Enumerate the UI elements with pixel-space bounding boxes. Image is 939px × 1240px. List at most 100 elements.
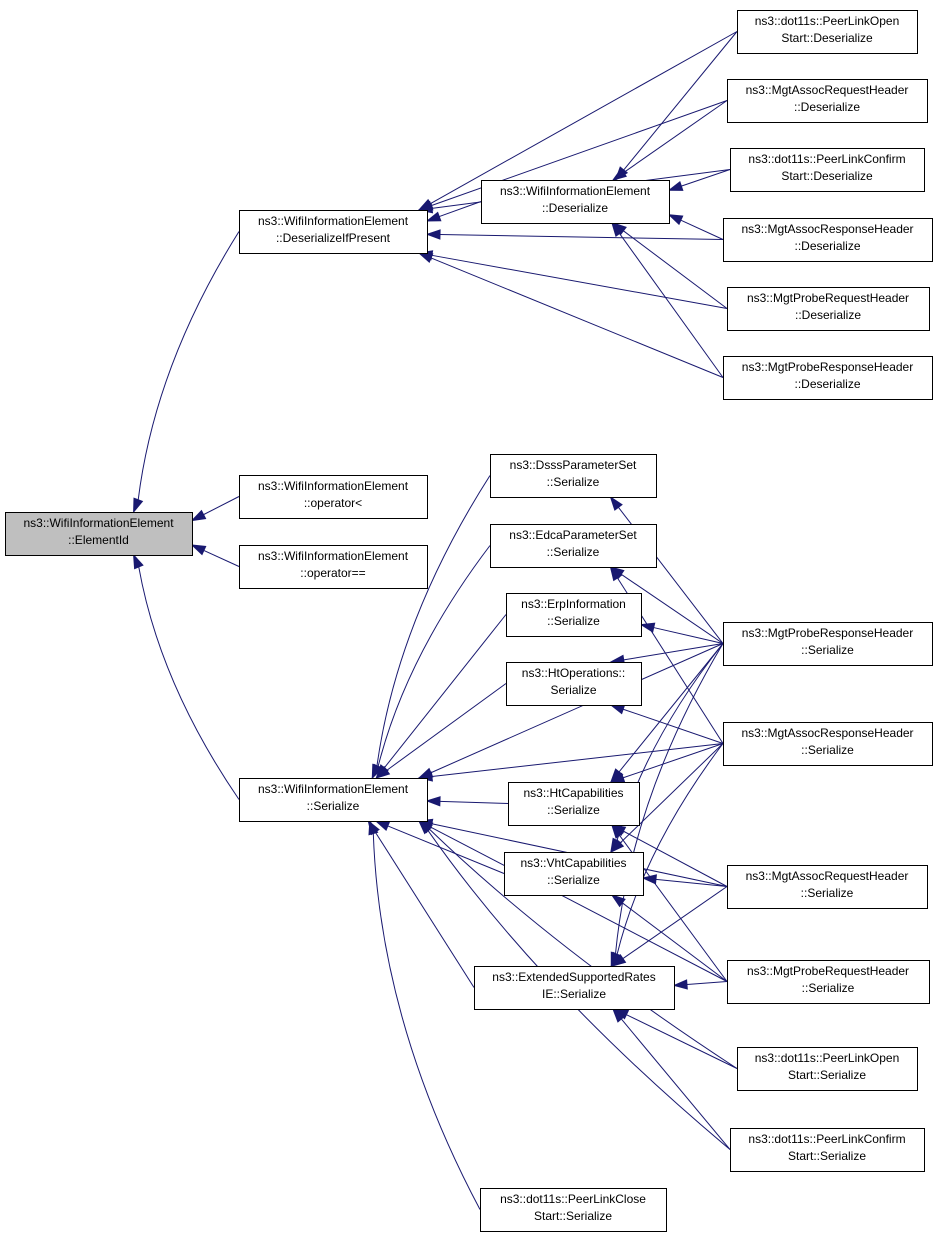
edge-line: [439, 201, 482, 218]
node-opEq[interactable]: ns3::WifiInformationElement::operator==: [239, 545, 428, 589]
node-box: [506, 662, 642, 706]
edge-probeRespSer-to-dsss: [609, 495, 724, 644]
node-probeRespDes[interactable]: ns3::MgtProbeResponseHeader::Deserialize: [723, 356, 933, 400]
edge-arrowhead: [425, 229, 441, 240]
node-label: ns3::ExtendedSupportedRates: [492, 970, 655, 984]
edge-arrowhead: [667, 180, 684, 191]
edge-probeRespSer-to-htOps: [609, 643, 724, 665]
node-label: ns3::dot11s::PeerLinkConfirm: [748, 1132, 905, 1146]
node-erp[interactable]: ns3::ErpInformation::Serialize: [506, 593, 642, 637]
node-assocReqSer[interactable]: ns3::MgtAssocRequestHeader::Serialize: [727, 865, 928, 909]
node-label: ::Serialize: [307, 799, 360, 813]
edge-arrowhead: [190, 544, 207, 556]
node-edca[interactable]: ns3::EdcaParameterSet::Serialize: [490, 524, 657, 568]
node-box: [737, 1047, 918, 1091]
node-plOpenSer[interactable]: ns3::dot11s::PeerLinkOpenStart::Serializ…: [737, 1047, 918, 1091]
node-dsss[interactable]: ns3::DsssParameterSet::Serialize: [490, 454, 657, 498]
node-desIfPresent[interactable]: ns3::WifiInformationElement::Deserialize…: [239, 210, 428, 254]
node-box: [727, 865, 928, 909]
edge-arrowhead: [425, 211, 442, 222]
node-plClose[interactable]: ns3::dot11s::PeerLinkCloseStart::Seriali…: [480, 1188, 667, 1232]
node-plConfDes[interactable]: ns3::dot11s::PeerLinkConfirmStart::Deser…: [730, 148, 925, 192]
edge-line: [386, 683, 507, 771]
node-box: [481, 180, 670, 224]
edge-extRates-to-wieSer: [367, 819, 475, 988]
node-htOps[interactable]: ns3::HtOperations::Serialize: [506, 662, 642, 706]
edge-arrowhead: [609, 704, 626, 715]
edge-arrowhead: [639, 622, 656, 633]
node-box: [723, 218, 933, 262]
edge-arrowhead: [641, 874, 657, 885]
node-label: ns3::HtCapabilities: [523, 786, 623, 800]
node-assocRespDes[interactable]: ns3::MgtAssocResponseHeader::Deserialize: [723, 218, 933, 262]
edge-line: [686, 981, 728, 985]
edge-line: [623, 743, 724, 779]
edge-assocReqDes-to-wieDes: [611, 100, 728, 181]
node-plOpenDes[interactable]: ns3::dot11s::PeerLinkOpenStart::Deserial…: [737, 10, 918, 54]
edge-line: [626, 1014, 738, 1069]
edge-line: [374, 831, 475, 988]
node-wieDes[interactable]: ns3::WifiInformationElement::Deserialize: [481, 180, 670, 224]
node-label: ::Deserialize: [542, 201, 608, 215]
node-label: ns3::WifiInformationElement: [258, 549, 409, 563]
node-label: ns3::dot11s::PeerLinkOpen: [755, 1051, 900, 1065]
edge-opEq-to-root: [190, 544, 240, 567]
node-root[interactable]: ns3::WifiInformationElement::ElementId: [5, 512, 193, 556]
node-label: Start::Deserialize: [781, 169, 873, 183]
edge-arrowhead: [132, 553, 144, 570]
node-label: ns3::MgtProbeRequestHeader: [747, 291, 909, 305]
node-box: [723, 622, 933, 666]
node-assocRespSer[interactable]: ns3::MgtAssocResponseHeader::Serialize: [723, 722, 933, 766]
edge-line: [383, 614, 507, 769]
edge-erp-to-wieSer: [375, 614, 507, 780]
node-label: ::Serialize: [547, 614, 600, 628]
node-box: [239, 475, 428, 519]
node-plConfSer[interactable]: ns3::dot11s::PeerLinkConfirmStart::Seria…: [730, 1128, 925, 1172]
node-label: Serialize: [550, 683, 596, 697]
edge-line: [428, 828, 738, 1069]
node-label: ns3::WifiInformationElement: [500, 184, 651, 198]
edge-probeReqSer-to-extRates: [672, 979, 728, 990]
node-probeRespSer[interactable]: ns3::MgtProbeResponseHeader::Serialize: [723, 622, 933, 666]
edge-probeReqDes-to-wieDes: [611, 222, 728, 309]
node-wieSer[interactable]: ns3::WifiInformationElement::Serialize: [239, 778, 428, 822]
node-box: [727, 287, 930, 331]
node-assocReqDes[interactable]: ns3::MgtAssocRequestHeader::Deserialize: [727, 79, 928, 123]
edge-line: [618, 507, 724, 644]
edge-line: [431, 743, 724, 778]
node-label: ns3::EdcaParameterSet: [509, 528, 637, 542]
edge-vhtCap-to-wieSer: [374, 820, 505, 874]
node-box: [504, 852, 644, 896]
node-opLess[interactable]: ns3::WifiInformationElement::operator<: [239, 475, 428, 519]
edge-line: [620, 1018, 731, 1150]
node-label: ns3::MgtAssocResponseHeader: [741, 222, 913, 236]
edge-plConfSer-to-extRates: [612, 1007, 731, 1150]
node-label: ::operator==: [300, 566, 365, 580]
node-box: [490, 454, 657, 498]
node-probeReqDes[interactable]: ns3::MgtProbeRequestHeader::Deserialize: [727, 287, 930, 331]
node-label: ::Deserialize: [794, 239, 860, 253]
node-label: ns3::MgtAssocResponseHeader: [741, 726, 913, 740]
edge-htCap-to-wieSer: [425, 796, 509, 807]
edge-line: [430, 31, 738, 205]
edge-line: [680, 219, 724, 240]
node-label: ::Deserialize: [794, 100, 860, 114]
edge-line: [203, 496, 240, 516]
node-label: ns3::WifiInformationElement: [23, 516, 174, 530]
node-label: Start::Deserialize: [781, 31, 873, 45]
edge-line: [623, 830, 728, 887]
edge-dsss-to-wieSer: [371, 475, 491, 780]
node-htCap[interactable]: ns3::HtCapabilities::Serialize: [508, 782, 640, 826]
node-label: ns3::WifiInformationElement: [258, 214, 409, 228]
edge-line: [623, 31, 738, 171]
edge-arrowhead: [375, 765, 391, 779]
node-vhtCap[interactable]: ns3::VhtCapabilities::Serialize: [504, 852, 644, 896]
node-label: ::Serialize: [801, 886, 854, 900]
edge-line: [430, 257, 724, 378]
node-probeReqSer[interactable]: ns3::MgtProbeRequestHeader::Serialize: [727, 960, 930, 1004]
node-label: ::Serialize: [547, 873, 600, 887]
edge-line: [616, 743, 724, 955]
node-label: ::operator<: [304, 496, 362, 510]
edge-line: [439, 800, 509, 804]
